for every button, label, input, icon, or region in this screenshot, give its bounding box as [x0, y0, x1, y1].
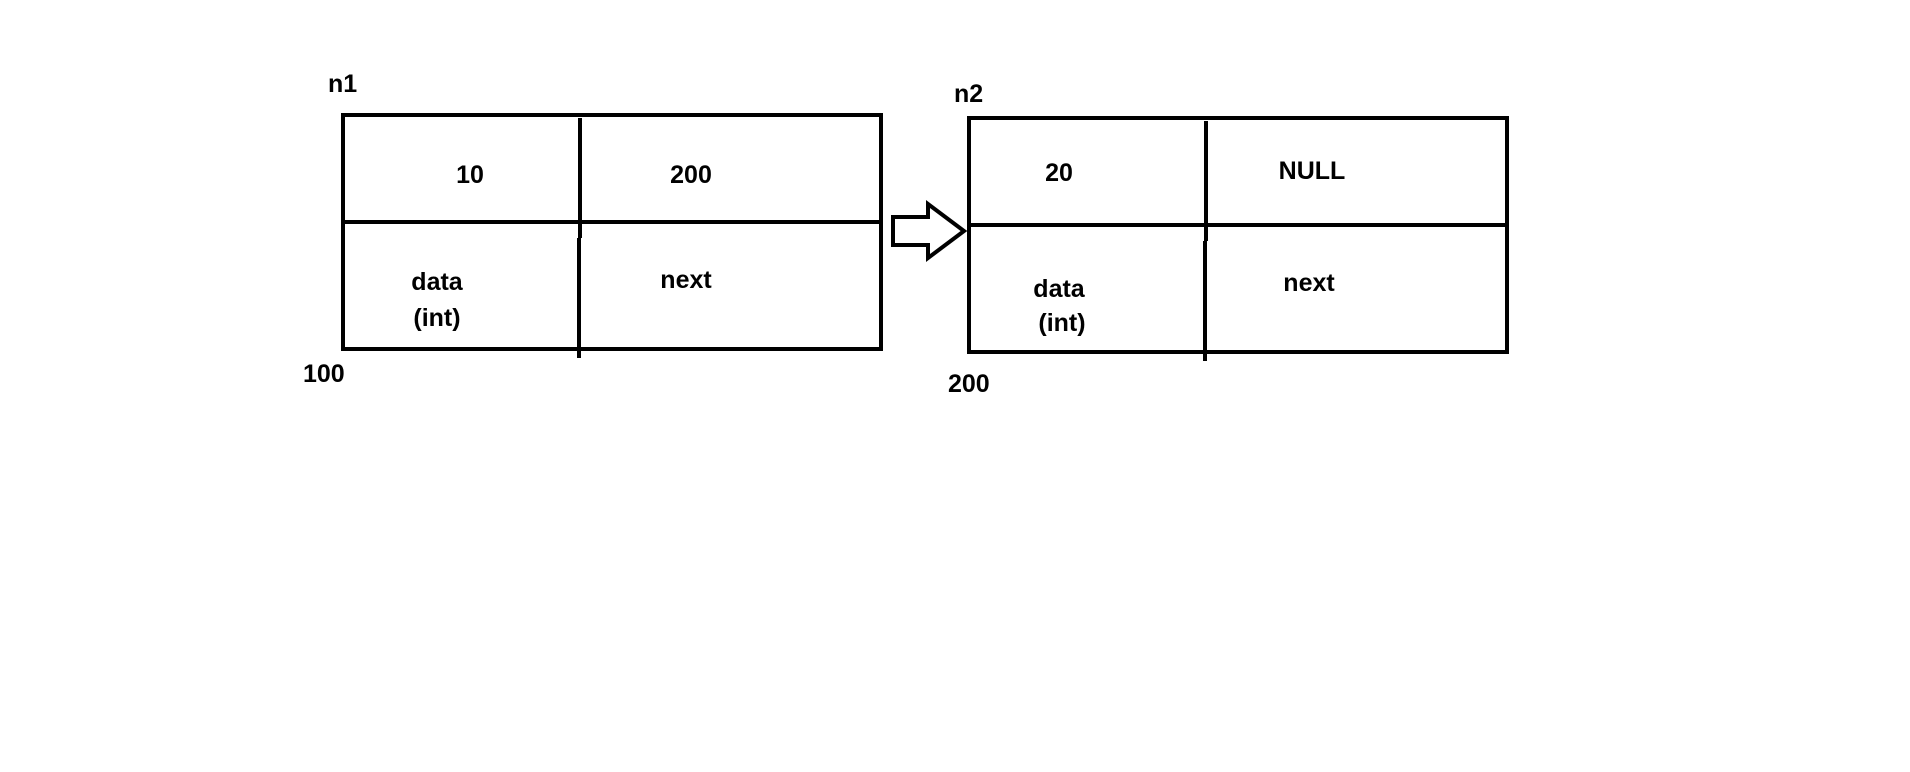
right-arrow-icon — [891, 200, 968, 262]
node-n1-data-label: data — [411, 268, 463, 296]
node-n2-next-value: NULL — [1278, 157, 1346, 185]
node-n2-data-value: 20 — [1045, 159, 1073, 187]
node-n1 — [341, 113, 883, 358]
node-n1-address: 100 — [303, 360, 345, 388]
node-n1-name: n1 — [328, 70, 358, 98]
node-n2-address: 200 — [948, 370, 990, 398]
node-n2-name: n2 — [954, 80, 984, 108]
node-n2-next-label: next — [1283, 269, 1335, 297]
node-n1-data-value: 10 — [456, 161, 484, 189]
node-n2-outline — [967, 116, 1509, 354]
node-n1-next-value: 200 — [670, 161, 712, 189]
node-n2-data-label: data — [1033, 275, 1085, 303]
node-n1-data-type: (int) — [413, 304, 461, 332]
node-n1-outline — [341, 113, 883, 351]
node-n2-data-type: (int) — [1038, 309, 1086, 337]
node-n2 — [967, 116, 1509, 361]
node-n1-next-label: next — [660, 266, 712, 294]
